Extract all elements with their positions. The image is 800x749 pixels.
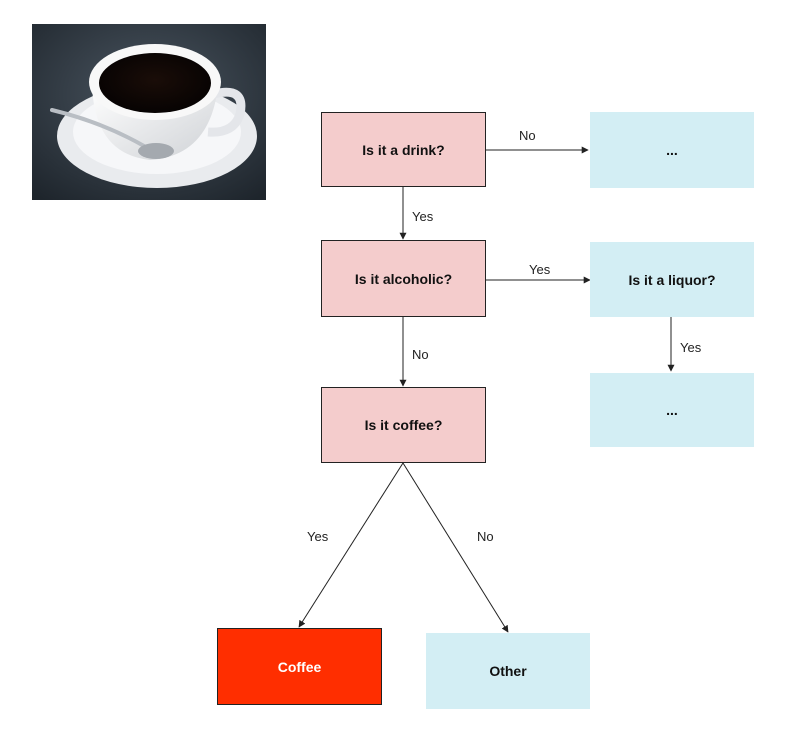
edge-label-alcoholic-yes: Yes [529, 262, 551, 277]
edge-coffee-yes [298, 462, 404, 628]
node-coffee-result: Coffee [217, 628, 382, 705]
coffee-cup-photo [32, 24, 266, 200]
node-label: Is it coffee? [364, 417, 443, 433]
edge-label-alcoholic-no: No [412, 347, 429, 362]
edge-label-coffee-yes: Yes [307, 529, 329, 544]
node-label: Is it a drink? [362, 141, 445, 158]
node-is-it-alcoholic: Is it alcoholic? [321, 240, 486, 317]
node-other-result: Other [426, 633, 590, 709]
node-not-drink-ellipsis: ... [590, 112, 754, 188]
node-liquor-ellipsis: ... [590, 373, 754, 447]
node-is-it-a-drink: Is it a drink? [321, 112, 486, 187]
node-is-it-a-liquor: Is it a liquor? [590, 242, 754, 317]
node-label: Is it alcoholic? [354, 270, 453, 287]
node-label: ... [666, 402, 678, 418]
edge-label-drink-yes: Yes [412, 209, 434, 224]
edge-label-coffee-no: No [477, 529, 494, 544]
node-label: Coffee [277, 658, 322, 675]
node-label: Is it a liquor? [628, 271, 716, 288]
edge-coffee-no [402, 462, 509, 633]
node-label: Other [489, 663, 527, 679]
edge-label-liquor-yes: Yes [680, 340, 702, 355]
node-label: ... [666, 142, 678, 158]
node-is-it-coffee: Is it coffee? [321, 387, 486, 463]
edge-label-drink-no: No [519, 128, 536, 143]
